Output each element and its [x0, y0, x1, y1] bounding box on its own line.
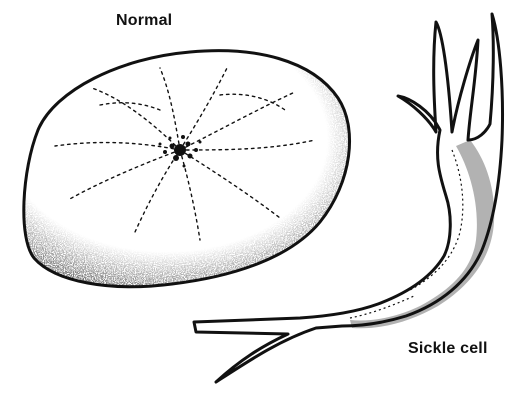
- normal-cell: [0, 40, 370, 300]
- sickle-cell-label: Sickle cell: [408, 340, 488, 358]
- sickle-cell-inner-edge: [410, 150, 463, 290]
- normal-cell-label: Normal: [116, 12, 172, 30]
- sickle-cell-shading: [350, 140, 494, 328]
